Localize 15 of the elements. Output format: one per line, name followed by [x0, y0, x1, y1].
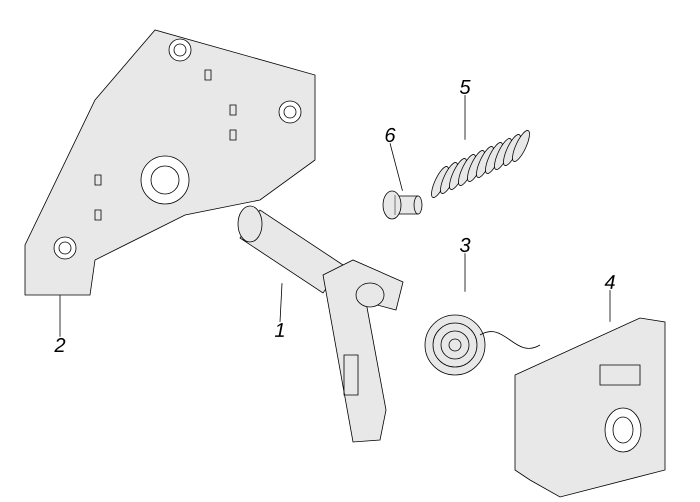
callout-number: 3 — [460, 238, 470, 252]
callout-number: 4 — [604, 275, 615, 289]
leader-line — [280, 282, 282, 322]
part-drawing — [514, 318, 666, 498]
part-drawing — [238, 206, 404, 442]
callout-number: 6 — [386, 128, 396, 142]
callout-number: 2 — [54, 338, 66, 352]
leader-line — [464, 252, 466, 292]
leader-line — [464, 94, 466, 140]
part-drawing — [382, 190, 422, 220]
part-drawing — [24, 30, 316, 296]
callout-number: 5 — [460, 80, 471, 94]
part-drawing — [424, 314, 540, 376]
leader-line — [390, 142, 403, 192]
part-drawing — [431, 130, 530, 198]
